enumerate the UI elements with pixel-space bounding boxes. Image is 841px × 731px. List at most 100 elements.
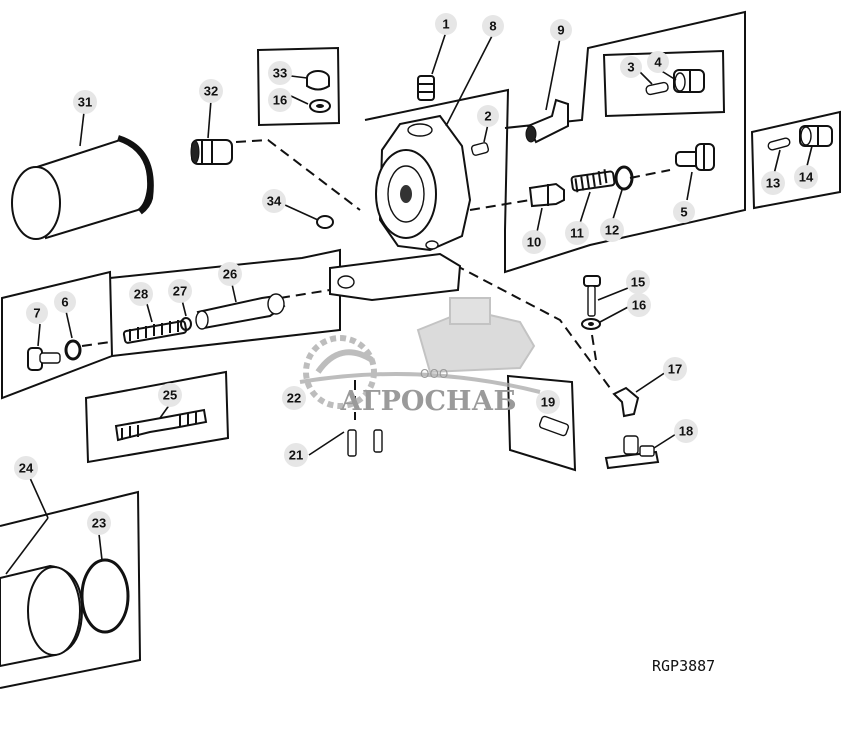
part-nut-34 (316, 215, 334, 229)
frame-33-16 (256, 46, 341, 127)
svg-text:11: 11 (570, 226, 584, 241)
svg-text:8: 8 (489, 19, 496, 34)
callout-26: 26 (218, 262, 242, 286)
axis-26-to-housing (279, 289, 331, 299)
part-tube-24 (0, 564, 84, 668)
part-pin-13 (767, 137, 791, 151)
callout-19: 19 (536, 390, 560, 414)
watermark-logo (299, 297, 541, 409)
svg-text:10: 10 (527, 235, 541, 250)
frame-3-4 (602, 49, 726, 118)
svg-text:9: 9 (557, 23, 564, 38)
callout-16: 16 (627, 293, 651, 317)
watermark-brand: АГРОСНАБ (340, 386, 517, 417)
part-oring-6 (64, 339, 82, 361)
callout-9: 9 (550, 19, 572, 41)
part-oring-12 (614, 165, 634, 191)
svg-text:32: 32 (204, 84, 218, 99)
svg-text:24: 24 (19, 461, 34, 476)
part-tee-18 (604, 435, 660, 470)
svg-text:4: 4 (654, 55, 662, 70)
part-fitting-5 (675, 143, 715, 171)
callout-16-top: 16 (268, 88, 292, 112)
callout-33: 33 (268, 61, 292, 85)
callout-32: 32 (199, 79, 223, 103)
callout-18: 18 (674, 419, 698, 443)
svg-text:7: 7 (33, 306, 40, 321)
part-elbow-9 (525, 98, 569, 144)
callout-1: 1 (435, 13, 457, 35)
svg-text:14: 14 (799, 170, 814, 185)
callout-4: 4 (647, 51, 669, 73)
part-ring-27 (180, 317, 192, 331)
frame-left-relief (1, 270, 114, 400)
callout-28: 28 (129, 282, 153, 306)
part-filter-31 (11, 135, 154, 240)
part-spool-26 (195, 293, 286, 330)
frame-13-14 (750, 110, 841, 210)
callout-13: 13 (761, 171, 785, 195)
svg-text:3: 3 (627, 60, 634, 75)
svg-text:21: 21 (289, 448, 303, 463)
part-oring-23 (80, 558, 130, 634)
callout-27: 27 (168, 279, 192, 303)
callout-34: 34 (262, 189, 286, 213)
svg-text:16: 16 (273, 93, 287, 108)
svg-text:22: 22 (287, 391, 301, 406)
svg-text:23: 23 (92, 516, 106, 531)
part-plug-7 (27, 347, 61, 371)
svg-text:19: 19 (541, 395, 555, 410)
axis-12-to-5 (629, 169, 671, 179)
svg-text:27: 27 (173, 284, 187, 299)
svg-text:25: 25 (163, 388, 177, 403)
figure-reference: RGP3887 (652, 657, 715, 675)
svg-text:16: 16 (632, 298, 646, 313)
svg-text:31: 31 (78, 95, 92, 110)
part-nut-33 (306, 70, 330, 91)
axis-32-to-housing (235, 138, 361, 211)
callout-10: 10 (522, 230, 546, 254)
svg-text:12: 12 (605, 223, 619, 238)
callout-23: 23 (87, 511, 111, 535)
svg-text:17: 17 (668, 362, 682, 377)
svg-text:18: 18 (679, 424, 693, 439)
callout-5: 5 (673, 201, 695, 223)
callout-11: 11 (565, 221, 589, 245)
callout-2: 2 (477, 105, 499, 127)
part-bolt-15 (583, 275, 601, 317)
callout-25: 25 (158, 383, 182, 407)
frame-right-valve (504, 10, 746, 274)
axis-lower-diagonal (454, 264, 611, 389)
callout-15: 15 (626, 270, 650, 294)
callout-22: 22 (282, 386, 306, 410)
axis-bolt-15 (591, 334, 597, 361)
callout-24: 24 (14, 456, 38, 480)
part-spring-11 (570, 169, 616, 193)
frame-19 (506, 374, 577, 472)
callout-6: 6 (54, 291, 76, 313)
leader-lines (5, 31, 813, 575)
part-spring-28 (122, 320, 188, 344)
part-plug-1 (417, 75, 435, 101)
callout-21: 21 (284, 443, 308, 467)
detail-frames (0, 10, 841, 689)
part-fitting-32 (190, 139, 233, 165)
svg-text:13: 13 (766, 176, 780, 191)
callout-3: 3 (620, 56, 642, 78)
part-nut-4 (673, 69, 705, 93)
callout-7: 7 (26, 302, 48, 324)
watermark-prefix: ООО (420, 367, 448, 381)
svg-text:26: 26 (223, 267, 237, 282)
callout-14: 14 (794, 165, 818, 189)
frame-25 (84, 370, 230, 464)
part-studs-21 (347, 429, 383, 457)
part-pin-3 (645, 81, 669, 96)
part-spring-19 (538, 415, 570, 437)
callout-17: 17 (663, 357, 687, 381)
axis-housing-to-10 (469, 199, 531, 211)
frame-24-23 (0, 490, 142, 689)
svg-text:15: 15 (631, 275, 645, 290)
part-plug-2 (470, 142, 490, 156)
svg-text:1: 1 (442, 17, 449, 32)
